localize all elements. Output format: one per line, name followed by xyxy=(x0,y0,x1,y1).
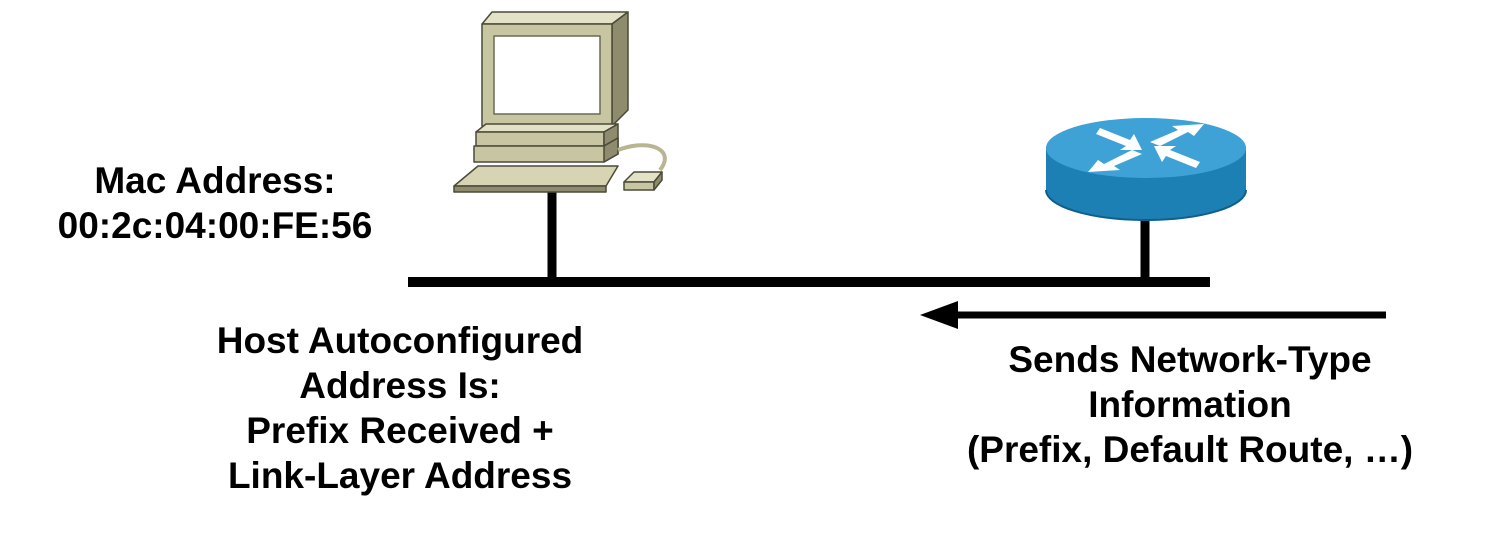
router-advertisement-arrow xyxy=(920,301,1386,329)
mac-address-label: Mac Address: 00:2c:04:00:FE:56 xyxy=(0,158,430,248)
router-label-line-1: Sends Network-Type xyxy=(1008,339,1372,380)
host-autoconfig-label: Host Autoconfigured Address Is: Prefix R… xyxy=(150,318,650,498)
host-label-line-2: Address Is: xyxy=(299,365,501,406)
desktop-computer-icon xyxy=(453,11,667,193)
host-label-line-3: Prefix Received + xyxy=(246,410,554,451)
cisco-router-icon xyxy=(1045,118,1247,221)
host-label-line-4: Link-Layer Address xyxy=(227,455,573,496)
router-label-line-3: (Prefix, Default Route, …) xyxy=(966,429,1414,470)
host-label-line-1: Host Autoconfigured xyxy=(216,320,584,361)
router-sends-label: Sends Network-Type Information (Prefix, … xyxy=(900,337,1480,472)
mac-address-title: Mac Address: xyxy=(94,160,336,201)
router-label-line-2: Information xyxy=(1088,384,1292,425)
mac-address-value: 00:2c:04:00:FE:56 xyxy=(57,205,373,246)
